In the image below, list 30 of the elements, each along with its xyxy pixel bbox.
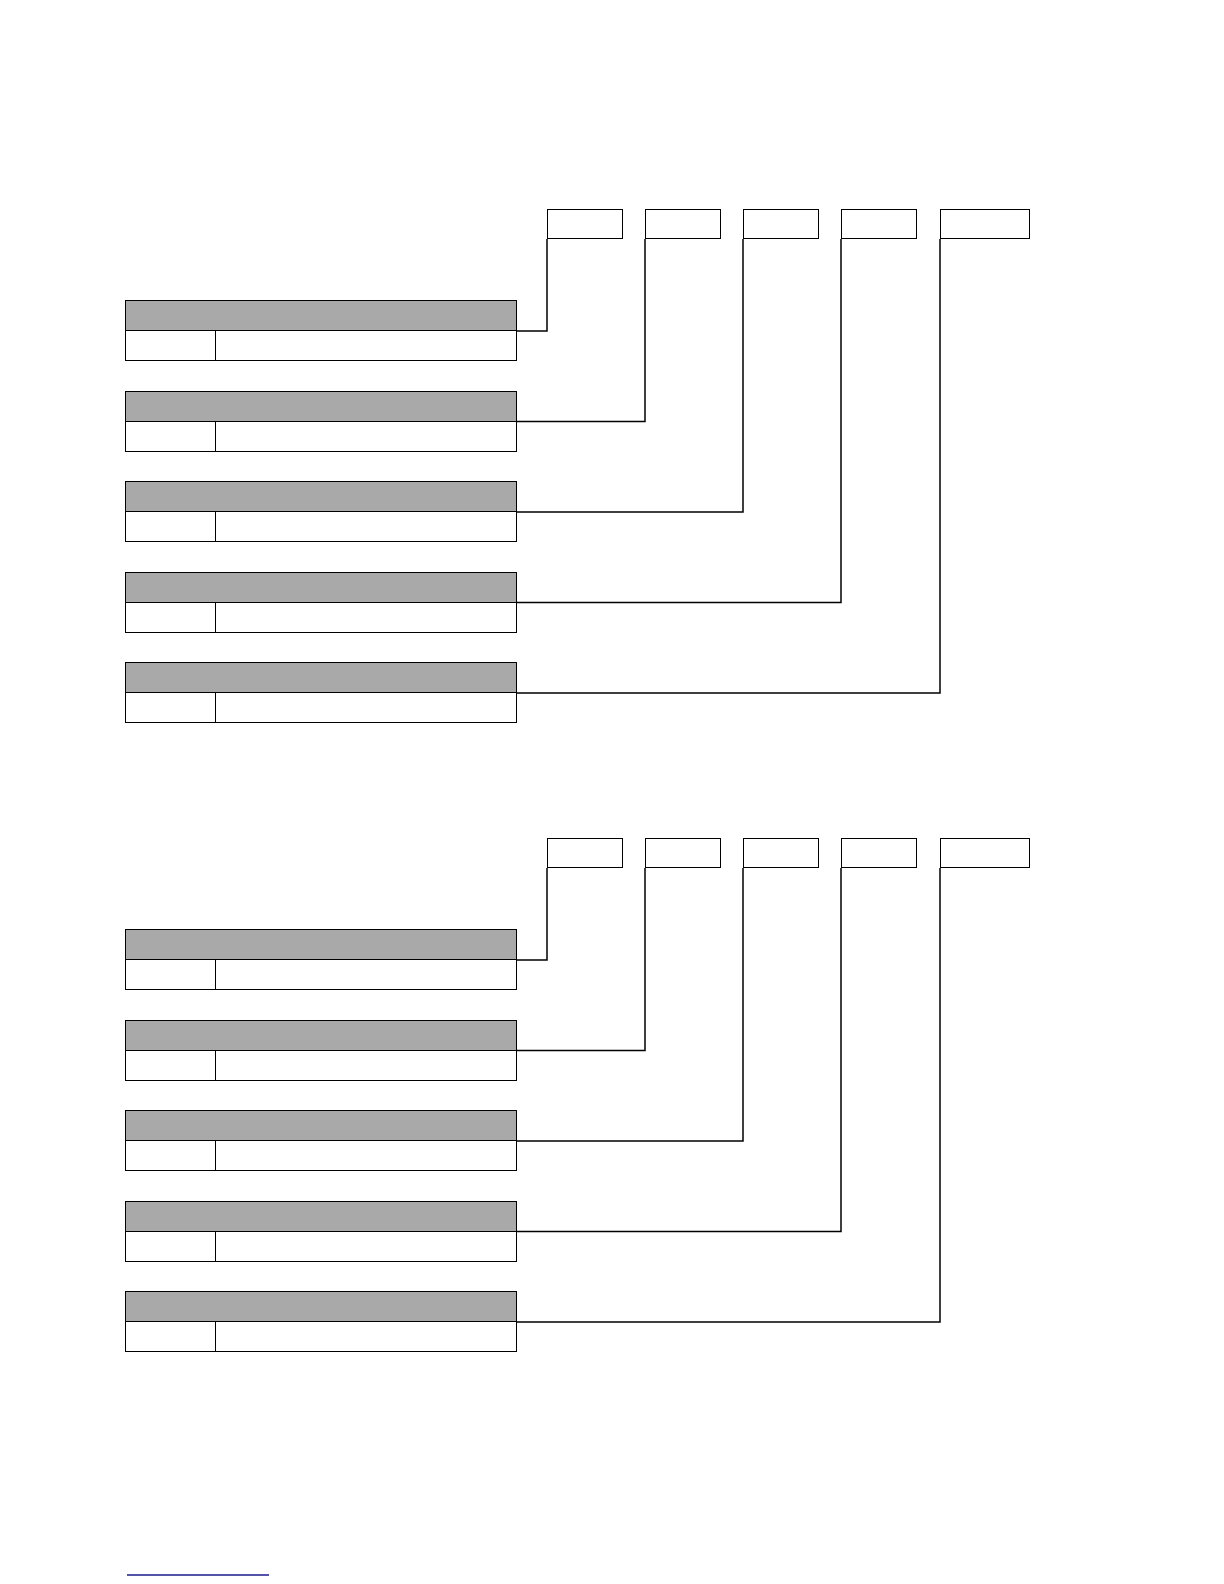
empty-box <box>547 838 623 868</box>
empty-box <box>547 209 623 239</box>
connector-line <box>516 238 842 604</box>
header-bar <box>125 929 517 960</box>
empty-box <box>940 209 1030 239</box>
empty-box <box>940 838 1030 868</box>
empty-box <box>645 838 721 868</box>
connector-line <box>516 867 842 1233</box>
empty-box <box>645 209 721 239</box>
connector-line <box>516 867 646 1052</box>
empty-box <box>743 209 819 239</box>
connector-line <box>516 238 941 694</box>
connector-line <box>516 238 548 332</box>
empty-box <box>743 838 819 868</box>
header-bar <box>125 300 517 331</box>
header-bar <box>125 571 517 603</box>
header-bar <box>125 1110 517 1141</box>
connector-line <box>516 238 646 423</box>
empty-box <box>841 838 917 868</box>
header-bar <box>125 662 517 693</box>
empty-box <box>841 209 917 239</box>
connector-line <box>516 238 744 513</box>
connector-line <box>516 867 941 1323</box>
connector-line <box>516 867 744 1142</box>
connector-line <box>516 867 548 961</box>
header-bar <box>125 1200 517 1232</box>
header-bar <box>125 1019 517 1051</box>
header-bar <box>125 390 517 422</box>
header-bar <box>125 481 517 512</box>
header-bar <box>125 1291 517 1322</box>
